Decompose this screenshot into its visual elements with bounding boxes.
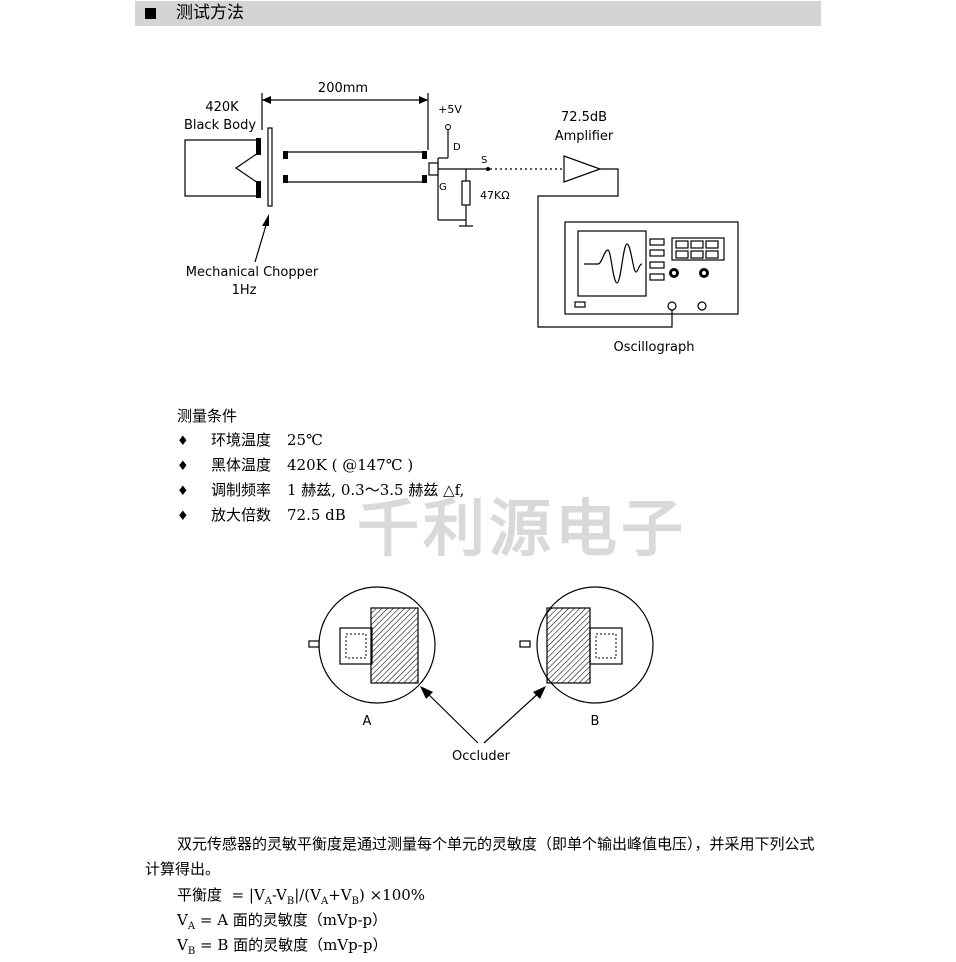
condition-label: 黑体温度	[211, 456, 272, 474]
sensor-b-body	[536, 586, 654, 704]
supply-terminal	[445, 124, 451, 130]
resistor-label: 47KΩ	[480, 189, 510, 202]
balance-label: 平衡度	[177, 886, 223, 904]
condition-value: 25℃	[287, 431, 323, 449]
va-text: = A 面的灵敏度（mVp-p）	[199, 911, 388, 929]
va-definition: VA = A 面的灵敏度（mVp-p）	[177, 911, 388, 932]
black-body-cavity	[184, 139, 259, 197]
list-item: ♦ 放大倍数 72.5 dB	[177, 505, 464, 530]
load-resistor	[461, 180, 471, 206]
arrow-to-b	[483, 689, 543, 744]
chopper-pointer	[254, 221, 268, 263]
sensor-window	[428, 162, 439, 176]
sensor-a-element	[339, 627, 373, 665]
vb-text: = B 面的灵敏度（mVp-p）	[199, 936, 388, 954]
chopper-name-label: Mechanical Chopper	[186, 265, 319, 280]
diamond-bullet-icon: ♦	[177, 509, 189, 524]
blackbody-temp-label: 420K	[205, 100, 239, 115]
conditions-list: ♦ 环境温度 25℃ ♦ 黑体温度 420K ( @147℃ ) ♦ 调制频率 1 赫兹, …	[177, 430, 464, 530]
vb-definition: VB = B 面的灵敏度（mVp-p）	[177, 936, 388, 957]
sensor-b-label: B	[591, 714, 600, 729]
measurement-setup-diagram: 200mm 420K Black Body +5V D G S 47KΩ 72.…	[184, 81, 739, 355]
distance-label: 200mm	[318, 81, 368, 96]
oscilloscope-screen	[577, 230, 647, 297]
watermark: 千利源电子	[357, 492, 688, 565]
sensor-a-label: A	[363, 714, 372, 729]
blackbody-name-label: Black Body	[184, 118, 256, 133]
oscilloscope-label: Oscillograph	[614, 340, 695, 355]
list-item: ♦ 黑体温度 420K ( @147℃ )	[177, 455, 464, 480]
sensor-b-element	[589, 627, 623, 665]
list-item: ♦ 环境温度 25℃	[177, 430, 464, 455]
waveform-trace	[584, 243, 643, 284]
occluder-a	[370, 607, 419, 684]
condition-value: 420K ( @147℃ )	[287, 456, 414, 474]
oscilloscope-display-panel	[671, 237, 725, 261]
occluder-diagram: A B Occluder	[308, 586, 654, 764]
chopper-plate	[267, 127, 273, 207]
section-title: 测试方法	[176, 3, 244, 23]
occluder-b	[546, 607, 591, 684]
occluder-label: Occluder	[452, 749, 511, 764]
condition-value: 1 赫兹, 0.3～3.5 赫兹 △f,	[287, 481, 465, 499]
drain-pin-label: D	[453, 142, 461, 153]
square-bullet-icon	[145, 8, 156, 19]
section-header: 测试方法	[135, 1, 821, 26]
conditions-heading: 测量条件	[177, 407, 238, 425]
condition-label: 放大倍数	[211, 506, 272, 524]
amplifier-output-wire	[537, 168, 673, 328]
diamond-bullet-icon: ♦	[177, 484, 189, 499]
list-item: ♦ 调制频率 1 赫兹, 0.3～3.5 赫兹 △f,	[177, 480, 464, 505]
balance-formula: 平衡度 = |VA-VB|/(VA+VB) ×100%	[177, 886, 426, 907]
amplifier-gain-label: 72.5dB	[561, 110, 607, 125]
arrow-to-a	[423, 689, 479, 744]
condition-label: 环境温度	[211, 431, 272, 449]
chopper-freq-label: 1Hz	[232, 283, 257, 298]
condition-label: 调制频率	[211, 481, 272, 499]
diamond-bullet-icon: ♦	[177, 459, 189, 474]
supply-label: +5V	[438, 103, 462, 116]
oscilloscope-body	[564, 221, 739, 315]
condition-value: 72.5 dB	[287, 506, 346, 524]
diamond-bullet-icon: ♦	[177, 434, 189, 449]
description-paragraph: 双元传感器的灵敏平衡度是通过测量每个单元的灵敏度（即单个输出峰值电压），并采用下…	[145, 835, 815, 878]
amplifier-triangle	[563, 155, 602, 183]
gate-pin-label: G	[439, 182, 447, 193]
amplifier-name-label: Amplifier	[555, 129, 614, 144]
source-pin-label: S	[481, 155, 487, 166]
